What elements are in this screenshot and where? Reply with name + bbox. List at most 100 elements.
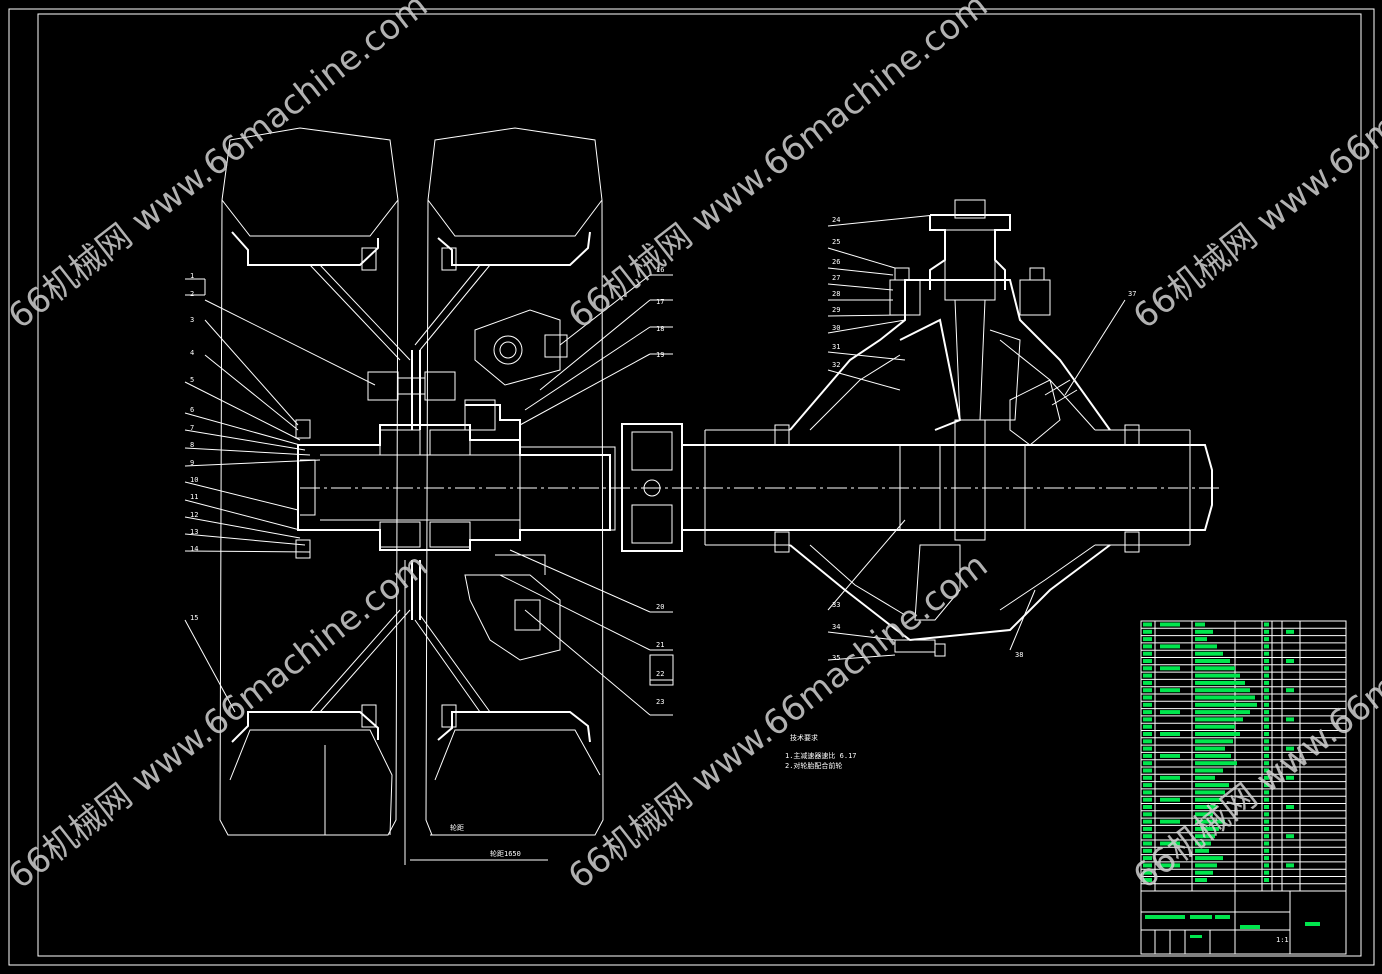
inner-border bbox=[37, 13, 1362, 957]
callout-26: 26 bbox=[832, 258, 840, 266]
bom-name-cell bbox=[1195, 812, 1213, 817]
callout-32: 32 bbox=[832, 361, 840, 369]
bom-qty-cell bbox=[1264, 841, 1269, 846]
bom-name-cell bbox=[1195, 863, 1217, 868]
bom-index-cell bbox=[1143, 870, 1152, 875]
bom-index-cell bbox=[1143, 848, 1152, 853]
callout-24: 24 bbox=[832, 216, 840, 224]
bom-name-cell bbox=[1195, 761, 1237, 766]
bom-index-cell bbox=[1143, 826, 1152, 831]
bom-qty-cell bbox=[1264, 826, 1269, 831]
bom-index-cell bbox=[1143, 673, 1152, 678]
parts-list-table: 1:1 bbox=[1140, 620, 1347, 955]
bom-index-cell bbox=[1143, 812, 1152, 817]
bom-index-cell bbox=[1143, 710, 1152, 715]
bom-name-cell bbox=[1195, 775, 1215, 780]
callout-27: 27 bbox=[832, 274, 840, 282]
bom-qty-cell bbox=[1264, 644, 1269, 649]
bom-code-cell bbox=[1160, 841, 1180, 846]
bom-qty-cell bbox=[1264, 863, 1269, 868]
bom-name-cell bbox=[1195, 702, 1257, 707]
bom-name-cell bbox=[1195, 644, 1217, 649]
bom-name-cell bbox=[1195, 746, 1225, 751]
watermark-3: 66机械网 www.66machine.com bbox=[1126, 0, 1382, 337]
bom-qty-cell bbox=[1264, 805, 1269, 809]
callout-17: 17 bbox=[656, 298, 664, 306]
callout-11: 11 bbox=[190, 493, 198, 501]
bom-name-cell bbox=[1195, 673, 1240, 678]
callout-37: 37 bbox=[1128, 290, 1136, 298]
bom-index-cell bbox=[1143, 739, 1152, 744]
callout-38: 38 bbox=[1015, 651, 1023, 659]
bom-material-cell bbox=[1286, 863, 1294, 868]
bom-qty-cell bbox=[1264, 819, 1269, 824]
callout-1: 1 bbox=[190, 272, 194, 280]
bom-code-cell bbox=[1160, 863, 1180, 868]
bom-name-cell bbox=[1195, 637, 1207, 642]
dimension-text-track: 轮距 bbox=[450, 823, 464, 832]
bom-qty-cell bbox=[1264, 651, 1269, 656]
bom-qty-cell bbox=[1264, 710, 1269, 715]
callout-34: 34 bbox=[832, 623, 840, 631]
bom-code-cell bbox=[1160, 775, 1180, 780]
bom-qty-cell bbox=[1264, 666, 1269, 671]
bom-qty-cell bbox=[1264, 695, 1269, 700]
callout-29: 29 bbox=[832, 306, 840, 314]
bom-name-cell bbox=[1195, 739, 1233, 744]
bom-index-cell bbox=[1143, 629, 1152, 634]
bom-code-cell bbox=[1160, 666, 1180, 671]
bom-qty-cell bbox=[1264, 680, 1269, 685]
bom-name-cell bbox=[1195, 666, 1235, 671]
bom-material-cell bbox=[1286, 746, 1294, 751]
bom-index-cell bbox=[1143, 841, 1152, 846]
bom-index-cell bbox=[1143, 878, 1152, 882]
dimension-text-track-1650: 轮距1650 bbox=[490, 849, 521, 858]
bom-index-cell bbox=[1143, 622, 1152, 627]
bom-name-cell bbox=[1195, 841, 1211, 846]
bom-name-cell bbox=[1195, 870, 1213, 875]
tech-line-1: 1.主减速器速比 6.17 bbox=[785, 751, 857, 760]
callout-2: 2 bbox=[190, 290, 194, 298]
wheel-assembly bbox=[219, 127, 1220, 865]
bom-material-cell bbox=[1286, 659, 1294, 663]
bom-code-cell bbox=[1160, 819, 1180, 824]
bom-index-cell bbox=[1143, 746, 1152, 751]
watermark-1: 66机械网 www.66machine.com bbox=[1, 0, 435, 337]
callout-30: 30 bbox=[832, 324, 840, 332]
watermark-5: 66机械网 www.66machine.com bbox=[561, 545, 995, 897]
outer-border bbox=[8, 8, 1375, 966]
callout-15: 15 bbox=[190, 614, 198, 622]
tech-line-2: 2.对轮胎配合前轮 bbox=[785, 761, 842, 770]
bom-qty-cell bbox=[1264, 878, 1269, 882]
callout-6: 6 bbox=[190, 406, 194, 414]
bom-index-cell bbox=[1143, 834, 1152, 839]
bom-name-cell bbox=[1195, 783, 1229, 788]
bom-qty-cell bbox=[1264, 790, 1269, 795]
bom-qty-cell bbox=[1264, 637, 1269, 642]
bom-qty-cell bbox=[1264, 732, 1269, 736]
bom-qty-cell bbox=[1264, 629, 1269, 634]
technical-requirements: 技术要求 1.主减速器速比 6.17 2.对轮胎配合前轮 bbox=[785, 733, 857, 770]
bom-index-cell bbox=[1143, 659, 1152, 663]
bom-index-cell bbox=[1143, 695, 1152, 700]
callout-31: 31 bbox=[832, 343, 840, 351]
bom-material-cell bbox=[1286, 775, 1294, 780]
differential-assembly bbox=[683, 199, 1213, 657]
bom-qty-cell bbox=[1264, 775, 1269, 780]
bom-name-cell bbox=[1195, 790, 1225, 795]
callout-21: 21 bbox=[656, 641, 664, 649]
callout-25: 25 bbox=[832, 238, 840, 246]
bom-name-cell bbox=[1195, 848, 1209, 853]
callout-35: 35 bbox=[832, 654, 840, 662]
scale-text: 1:1 bbox=[1276, 936, 1289, 944]
bom-qty-cell bbox=[1264, 768, 1269, 773]
bom-index-cell bbox=[1143, 856, 1152, 861]
bom-index-cell bbox=[1143, 644, 1152, 649]
bom-qty-cell bbox=[1264, 673, 1269, 678]
mid-callouts: 16 17 18 19 20 21 22 23 bbox=[499, 266, 674, 716]
callout-4: 4 bbox=[190, 349, 194, 357]
bom-name-cell bbox=[1195, 680, 1245, 685]
bom-name-cell bbox=[1195, 834, 1215, 839]
bom-index-cell bbox=[1143, 790, 1152, 795]
